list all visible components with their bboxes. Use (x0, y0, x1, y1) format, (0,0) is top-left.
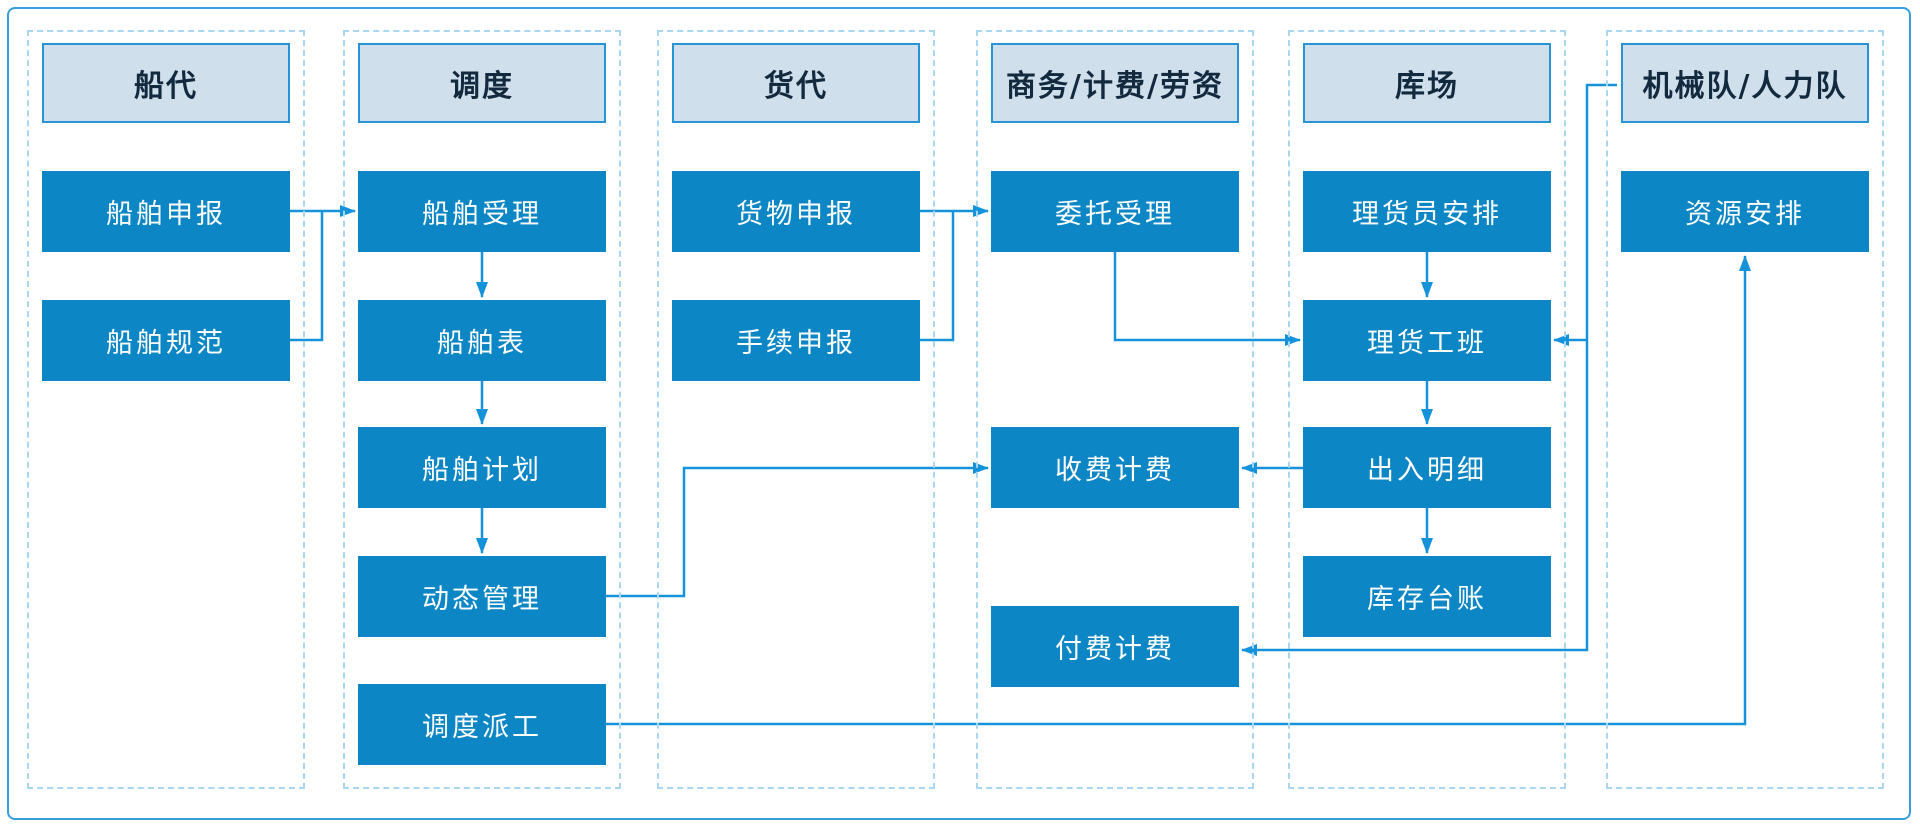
lane-header-machinery-manpower-team: 机械队/人力队 (1621, 43, 1869, 123)
node-vessel-declaration: 船舶申报 (42, 171, 290, 252)
node-procedure-declaration: 手续申报 (672, 300, 920, 381)
node-charge-billing: 收费计费 (991, 427, 1239, 508)
lane-machinery-manpower-team (1606, 30, 1884, 789)
node-tallyman-arrangement: 理货员安排 (1303, 171, 1551, 252)
lane-header-ship-agent: 船代 (42, 43, 290, 123)
lane-freight-forwarder (657, 30, 935, 789)
lane-dispatch (343, 30, 621, 789)
outer-frame (7, 7, 1911, 820)
lane-header-commerce-billing-labor: 商务/计费/劳资 (991, 43, 1239, 123)
lane-header-yard: 库场 (1303, 43, 1551, 123)
node-resource-arrangement: 资源安排 (1621, 171, 1869, 252)
lane-header-freight-forwarder: 货代 (672, 43, 920, 123)
node-vessel-table: 船舶表 (358, 300, 606, 381)
lane-yard (1288, 30, 1566, 789)
node-vessel-specification: 船舶规范 (42, 300, 290, 381)
node-dynamic-management: 动态管理 (358, 556, 606, 637)
lane-commerce-billing-labor (976, 30, 1254, 789)
lane-ship-agent (27, 30, 305, 789)
node-vessel-acceptance: 船舶受理 (358, 171, 606, 252)
node-entrustment-acceptance: 委托受理 (991, 171, 1239, 252)
node-cargo-declaration: 货物申报 (672, 171, 920, 252)
node-payment-billing: 付费计费 (991, 606, 1239, 687)
node-tally-shift: 理货工班 (1303, 300, 1551, 381)
node-inventory-ledger: 库存台账 (1303, 556, 1551, 637)
lane-header-dispatch: 调度 (358, 43, 606, 123)
node-in-out-detail: 出入明细 (1303, 427, 1551, 508)
node-dispatch-assignment: 调度派工 (358, 684, 606, 765)
node-vessel-plan: 船舶计划 (358, 427, 606, 508)
